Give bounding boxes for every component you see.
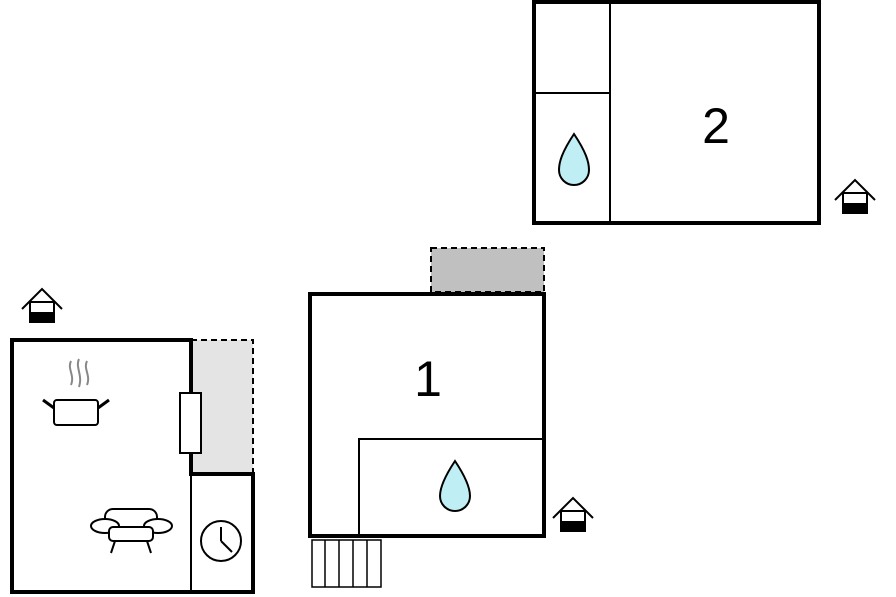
sofa-icon [90,508,173,554]
water-drop-icon [438,459,472,512]
entrance-icon [21,287,63,323]
interior-wall [358,438,544,536]
room-1-label: 1 [414,351,442,407]
building-1-outline [308,292,546,538]
building-1: 1 [308,247,546,588]
entrance-icon [834,178,876,214]
building-2-outline [532,0,821,225]
cooking-pot-icon [42,358,110,426]
terrace [430,247,545,293]
room-2-label: 2 [702,98,730,154]
staircase-icon [311,539,382,588]
entrance-icon [552,496,594,532]
building-3 [10,338,255,594]
window [179,392,202,454]
clock-icon [200,520,242,562]
water-drop-icon [557,132,591,186]
building-2: 2 [532,0,821,225]
